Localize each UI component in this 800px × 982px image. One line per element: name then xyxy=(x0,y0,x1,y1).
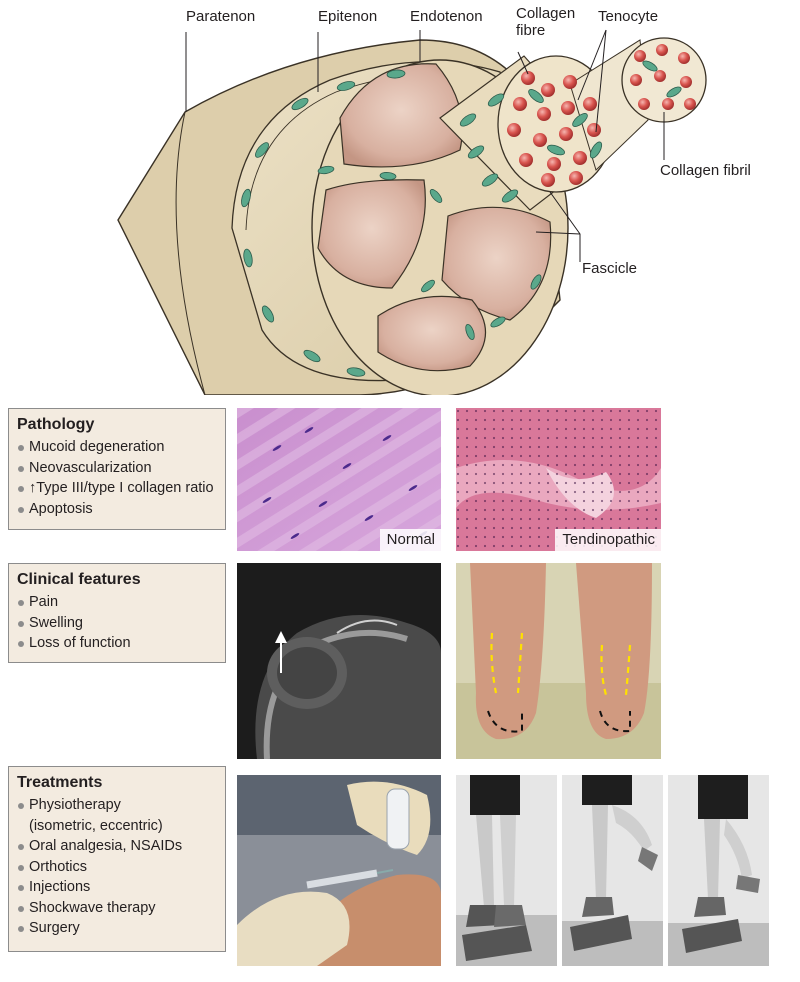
list-item: Shockwave therapy xyxy=(17,898,225,919)
label-paratenon: Paratenon xyxy=(186,8,256,25)
clinical-features-title: Clinical features xyxy=(17,571,141,588)
label-collagen-fibril: Collagen fibril xyxy=(660,162,751,179)
list-item: Loss of function xyxy=(17,633,225,654)
list-item: Oral analgesia, NSAIDs xyxy=(17,836,225,857)
label-endotenon: Endotenon xyxy=(410,8,483,25)
list-item: Neovascularization xyxy=(17,458,225,479)
list-item: Apoptosis xyxy=(17,499,225,520)
eccentric-exercise-photo-1 xyxy=(456,775,557,966)
pathology-list: Mucoid degeneration Neovascularization ↑… xyxy=(17,437,225,519)
eccentric-exercise-photo-3 xyxy=(668,775,769,966)
list-item: ↑Type III/type I collagen ratio xyxy=(17,478,225,499)
label-tenocyte: Tenocyte xyxy=(598,8,659,25)
list-item: Injections xyxy=(17,877,225,898)
eccentric-exercise-photo-2 xyxy=(562,775,663,966)
shoulder-mri-image xyxy=(237,563,441,759)
list-item: Mucoid degeneration xyxy=(17,437,225,458)
tendon-structure-diagram xyxy=(117,29,707,395)
collagen-fibrils xyxy=(507,44,696,187)
clinical-features-list: Pain Swelling Loss of function xyxy=(17,592,225,654)
label-leader-lines xyxy=(185,29,665,262)
pathology-box: Pathology Mucoid degeneration Neovascula… xyxy=(8,408,226,530)
list-item: Surgery xyxy=(17,918,225,939)
label-collagen-fibre-line1: Collagen xyxy=(516,5,576,22)
label-collagen-fibre-line2: fibre xyxy=(516,22,546,39)
label-epitenon: Epitenon xyxy=(318,8,378,25)
treatments-box: Treatments Physiotherapy (isometric, ecc… xyxy=(8,766,226,952)
achilles-heels-photo xyxy=(456,563,661,759)
treatments-list: Physiotherapy (isometric, eccentric) Ora… xyxy=(17,795,225,939)
fascicles xyxy=(317,63,552,372)
list-item: Orthotics xyxy=(17,857,225,878)
pathology-title: Pathology xyxy=(17,416,95,433)
tendinopathic-label: Tendinopathic xyxy=(555,529,661,551)
list-item: (isometric, eccentric) xyxy=(29,817,163,834)
tenocytes xyxy=(241,60,682,377)
tendinopathic-histology-image: Tendinopathic xyxy=(456,408,661,551)
list-item: Physiotherapy xyxy=(17,795,225,816)
list-item: Swelling xyxy=(17,613,225,634)
clinical-features-box: Clinical features Pain Swelling Loss of … xyxy=(8,563,226,663)
treatments-title: Treatments xyxy=(17,774,103,791)
list-item: Pain xyxy=(17,592,225,613)
ultrasound-guided-injection-photo xyxy=(237,775,441,966)
normal-label: Normal xyxy=(379,529,441,551)
label-fascicle: Fascicle xyxy=(582,260,638,277)
normal-histology-image: Normal xyxy=(237,408,441,551)
